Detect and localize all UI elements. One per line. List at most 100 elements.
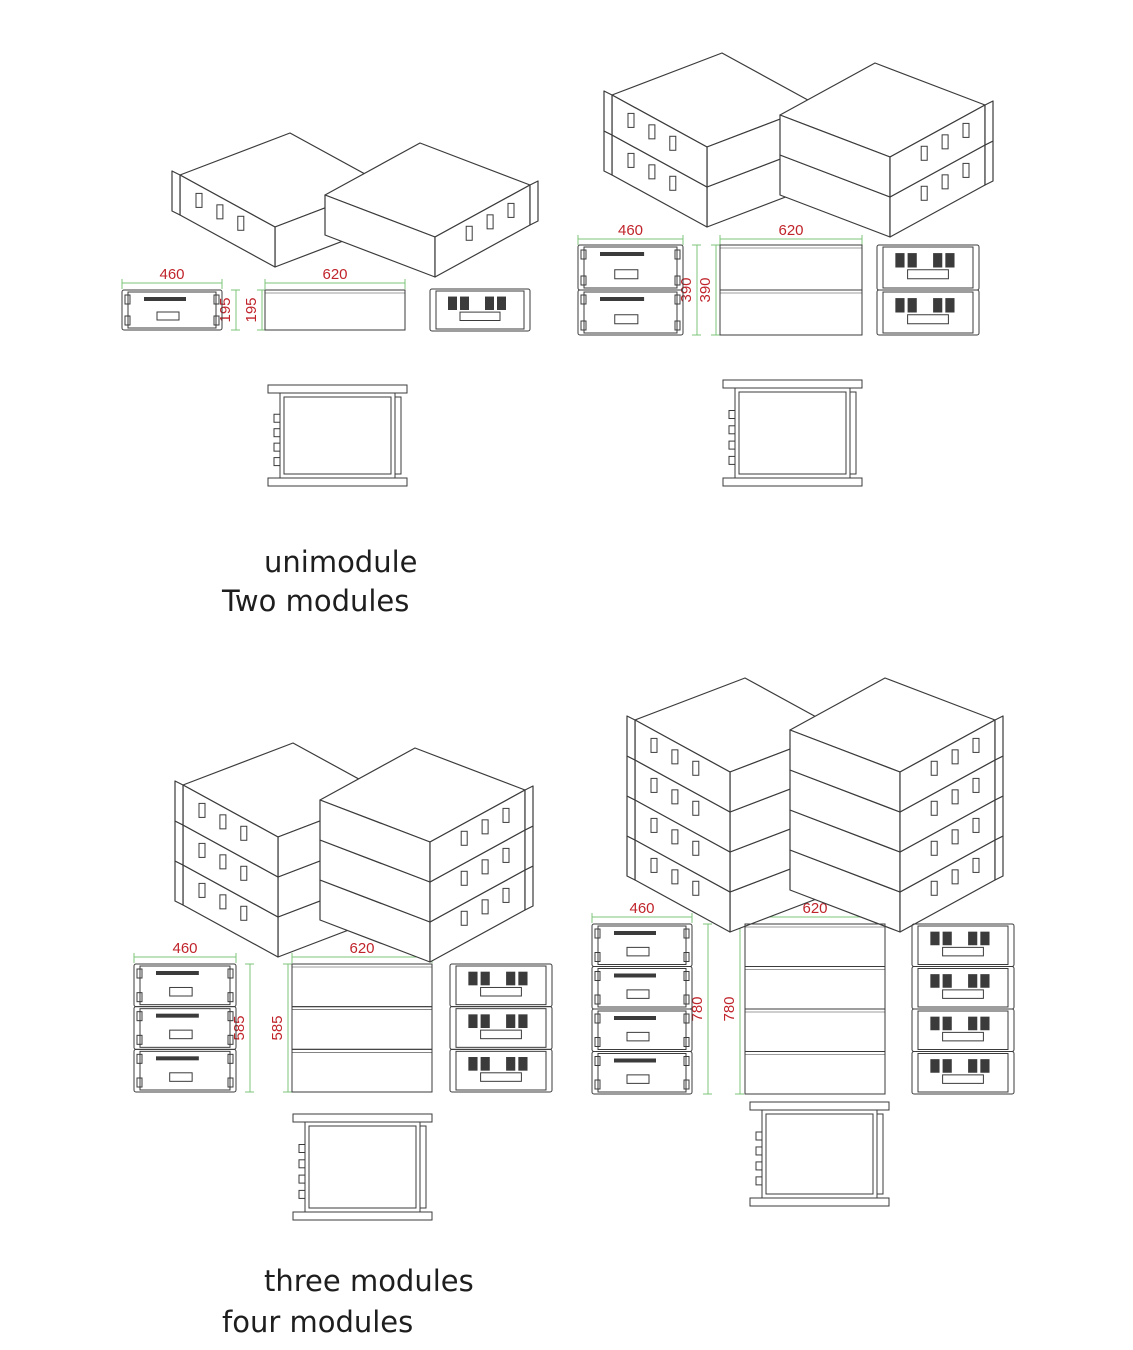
iso-connector [930, 840, 938, 856]
handle-top-left [594, 971, 601, 981]
top-connector [755, 1176, 763, 1186]
iso-connector [671, 789, 679, 805]
connector [942, 1059, 952, 1073]
handle-bottom-left [136, 1034, 143, 1045]
iso-module [319, 747, 534, 883]
rear-module [449, 1006, 553, 1050]
busbar [480, 1029, 522, 1040]
iso-connector [972, 857, 980, 873]
handle-top-right [227, 1011, 234, 1022]
connector [448, 296, 457, 310]
iso-connector [920, 185, 928, 201]
side-panel [291, 963, 433, 1008]
dimension-label: 460 [618, 222, 643, 239]
side-panel [744, 923, 886, 967]
iso-connector [650, 777, 658, 793]
iso-connector [972, 777, 980, 793]
module-outline [133, 1006, 237, 1050]
iso-connector [198, 802, 206, 818]
handle-top-left [136, 968, 143, 979]
iso-connector [481, 859, 489, 875]
iso-bumper [529, 180, 539, 226]
iso-bumper [174, 820, 184, 866]
logo-strip [156, 1013, 199, 1018]
busbar [942, 1074, 984, 1084]
handle-top-right [674, 294, 681, 305]
rear-module [911, 1008, 1015, 1052]
iso-connector [972, 817, 980, 833]
iso-bumper [626, 795, 636, 841]
iso-connector [195, 192, 203, 208]
handle-bottom-left [594, 1037, 601, 1047]
module-face [597, 1010, 687, 1050]
module-face [139, 1008, 231, 1048]
iso-three-rear [319, 747, 534, 963]
handle-bottom-left [124, 315, 131, 326]
iso-connector [671, 869, 679, 885]
connector [480, 1014, 490, 1028]
dimension-label: 620 [802, 900, 827, 917]
front-module [591, 923, 693, 967]
dimension-label: 195 [243, 297, 260, 322]
iso-connector [650, 817, 658, 833]
connector [518, 1057, 528, 1071]
connector [980, 974, 990, 988]
rear-module [876, 289, 980, 336]
dimension-label: 620 [778, 222, 803, 239]
iso-connector [951, 829, 959, 845]
module-face [127, 291, 217, 329]
iso-connector [460, 870, 468, 886]
connector [930, 931, 940, 946]
connector [497, 296, 506, 310]
module-face [597, 1053, 687, 1093]
module-outline [591, 966, 693, 1010]
iso-bumper [984, 140, 994, 186]
connector [933, 253, 943, 268]
handle-top-right [227, 968, 234, 979]
handle-top-right [683, 928, 690, 939]
busbar [480, 986, 522, 997]
top-plate-inner [738, 391, 847, 475]
module-outline [911, 1008, 1015, 1052]
busbar [459, 311, 501, 322]
module-face [917, 968, 1009, 1008]
top-side-flange [394, 396, 402, 475]
iso-module [603, 52, 818, 188]
rear-view-two [876, 244, 980, 336]
caption-two-modules: Two modules [222, 584, 410, 618]
front-view-three [133, 963, 237, 1093]
module-outline [911, 1051, 1015, 1095]
top-view-two [722, 379, 863, 487]
top-rail-top [292, 1113, 433, 1123]
module-face [583, 246, 678, 289]
connector [480, 1057, 490, 1071]
module-face [455, 965, 547, 1006]
iso-bumper [524, 785, 534, 831]
module-face [435, 290, 525, 330]
side-view-three [291, 963, 433, 1093]
iso-connector [692, 880, 700, 896]
handle-bottom-right [227, 1034, 234, 1045]
top-plate [304, 1121, 421, 1213]
iso-bumper [994, 755, 1004, 801]
handle-bottom-left [594, 952, 601, 962]
module-face [882, 291, 974, 334]
display-window [169, 1029, 193, 1040]
rear-module [449, 1048, 553, 1093]
connector [930, 974, 940, 988]
top-rail-bottom [292, 1211, 433, 1221]
iso-connector [671, 829, 679, 845]
connector [930, 1016, 940, 1031]
side-view-four [744, 923, 886, 1095]
dimension-label: 460 [629, 900, 654, 917]
top-side-flange [419, 1125, 427, 1209]
iso-bumper [994, 835, 1004, 881]
iso-bumper [174, 780, 184, 826]
iso-unimodule-rear [324, 142, 539, 278]
iso-connector [951, 749, 959, 765]
handle-bottom-left [594, 994, 601, 1005]
module-outline [591, 1008, 693, 1052]
front-module [591, 966, 693, 1010]
